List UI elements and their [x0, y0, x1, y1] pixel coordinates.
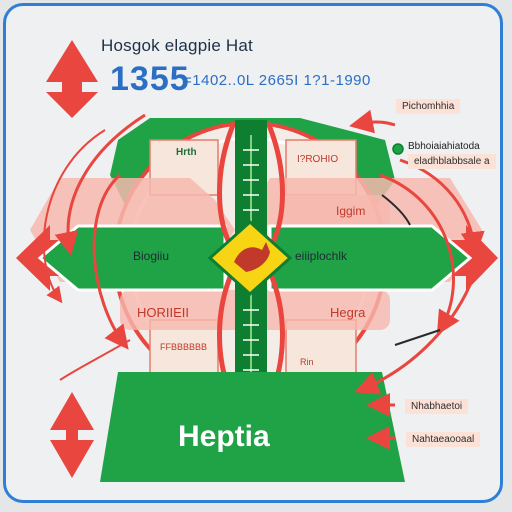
quadrant-bottom-right-label: Rin	[300, 357, 314, 367]
callout-top-2: Bbhoiaiahiatoda	[408, 141, 480, 152]
number-subtitle: =1402..0L 2665I 1?1-1990	[183, 72, 371, 89]
callout-bottom-1: Nhabhaetoi	[405, 399, 469, 414]
callout-bottom-2: Nahtaeaooaal	[406, 432, 481, 447]
diagram-title: Hosgok elagpie Hat	[101, 36, 253, 55]
callout-top-3: eladhblabbsale a	[408, 154, 496, 169]
bottom-banner-shape	[100, 372, 405, 482]
quadrant-top-right-label: I?ROHIO	[297, 154, 339, 165]
top-left-double-arrow	[46, 40, 98, 118]
quadrant-lower-left-label: HORIIEII	[137, 305, 190, 320]
bottom-left-double-arrow	[50, 392, 94, 478]
quadrant-top-left-label: Hrth	[176, 147, 197, 158]
center-emblem-icon	[234, 242, 270, 272]
big-number: 1355	[110, 60, 190, 98]
right-arrow-label: eiiiplochlk	[295, 249, 348, 263]
quadrant-mid-right-label: Iggim	[336, 204, 366, 218]
quadrant-lower-right-label: Hegra	[330, 305, 366, 320]
left-arrow-label: Biogiiu	[133, 249, 170, 263]
quadrant-bottom-left-label: FFBBBBBB	[160, 342, 208, 352]
callout-top-1: Pichomhhia	[396, 99, 461, 114]
bottom-banner-title: Heptia	[178, 420, 270, 453]
